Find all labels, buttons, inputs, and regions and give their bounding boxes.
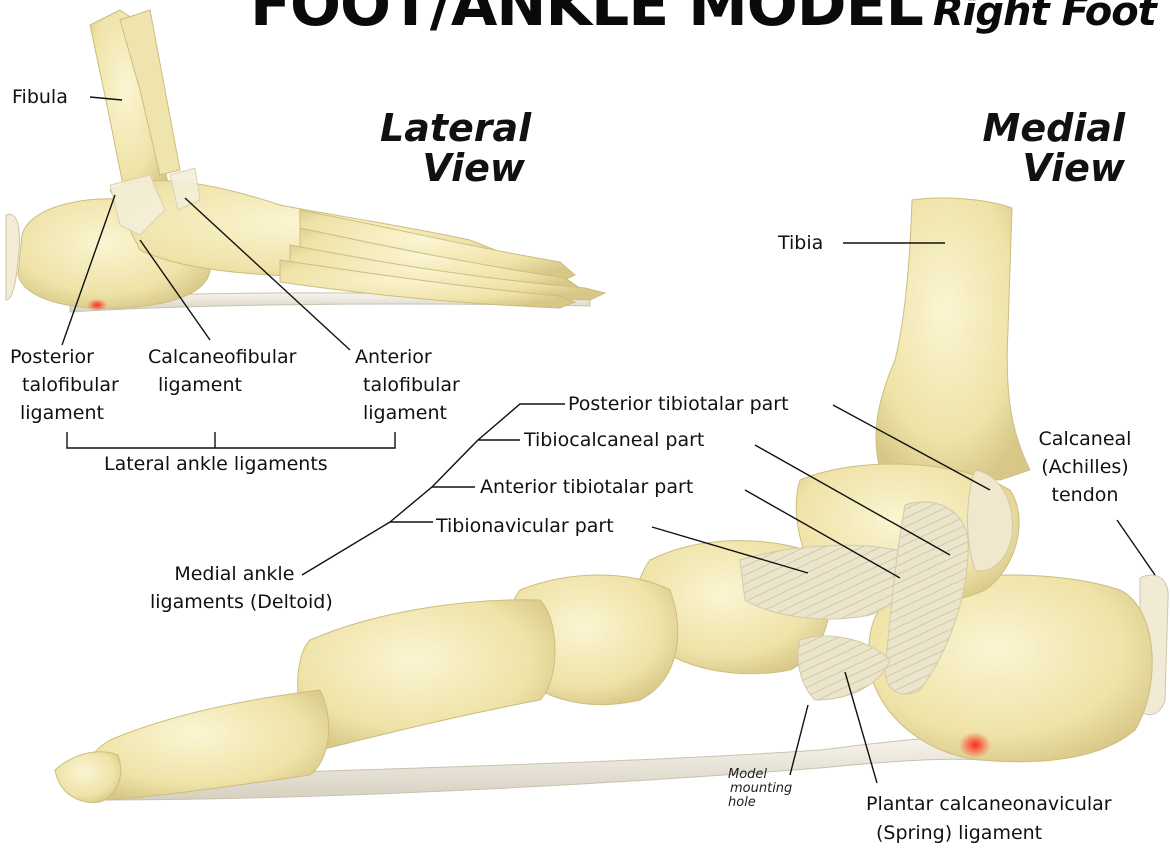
medial-big-toe-tip — [55, 752, 121, 803]
label-fibula: Fibula — [12, 85, 68, 109]
title-sub: Right Foot — [933, 0, 1156, 35]
tibionavicular-ligament-shape — [740, 545, 908, 619]
bracket-lateral-ligaments — [67, 432, 395, 448]
label-calcaneal-tendon: Calcaneal (Achilles) tendon — [1030, 425, 1140, 509]
label-tibiocalcaneal: Tibiocalcaneal part — [524, 428, 704, 452]
lateral-red-marker — [87, 299, 107, 311]
lateral-heel-tendon — [6, 214, 20, 300]
medial-red-marker — [959, 732, 991, 758]
leader-calcaneal-tendon — [1117, 520, 1155, 575]
label-anterior-tibiotalar: Anterior tibiotalar part — [480, 475, 693, 499]
label-calcaneofibular: Calcaneofibular ligament — [148, 343, 296, 399]
title-main: FOOT/ANKLE MODEL — [250, 0, 923, 40]
label-mounting-hole: Model mounting hole — [728, 768, 792, 810]
label-spring-ligament: Plantar calcaneonavicular (Spring) ligam… — [866, 790, 1112, 848]
medial-first-metatarsal — [298, 600, 555, 750]
label-tibionavicular: Tibionavicular part — [436, 514, 614, 538]
medial-view-heading: Medial View — [980, 108, 1125, 188]
label-lateral-ankle-ligaments: Lateral ankle ligaments — [104, 452, 328, 476]
label-posterior-talofibular: Posterior talofibular ligament — [10, 343, 119, 427]
label-anterior-talofibular: Anterior talofibular ligament — [355, 343, 460, 427]
page-title: FOOT/ANKLE MODEL Right Foot — [250, 0, 1156, 40]
label-posterior-tibiotalar: Posterior tibiotalar part — [568, 392, 789, 416]
lateral-view-heading: Lateral View — [380, 108, 525, 188]
medial-foot-model — [55, 198, 1168, 802]
label-tibia: Tibia — [778, 231, 823, 255]
label-medial-ankle-ligaments: Medial ankle ligaments (Deltoid) — [136, 560, 333, 616]
medial-tibia — [876, 198, 1030, 480]
